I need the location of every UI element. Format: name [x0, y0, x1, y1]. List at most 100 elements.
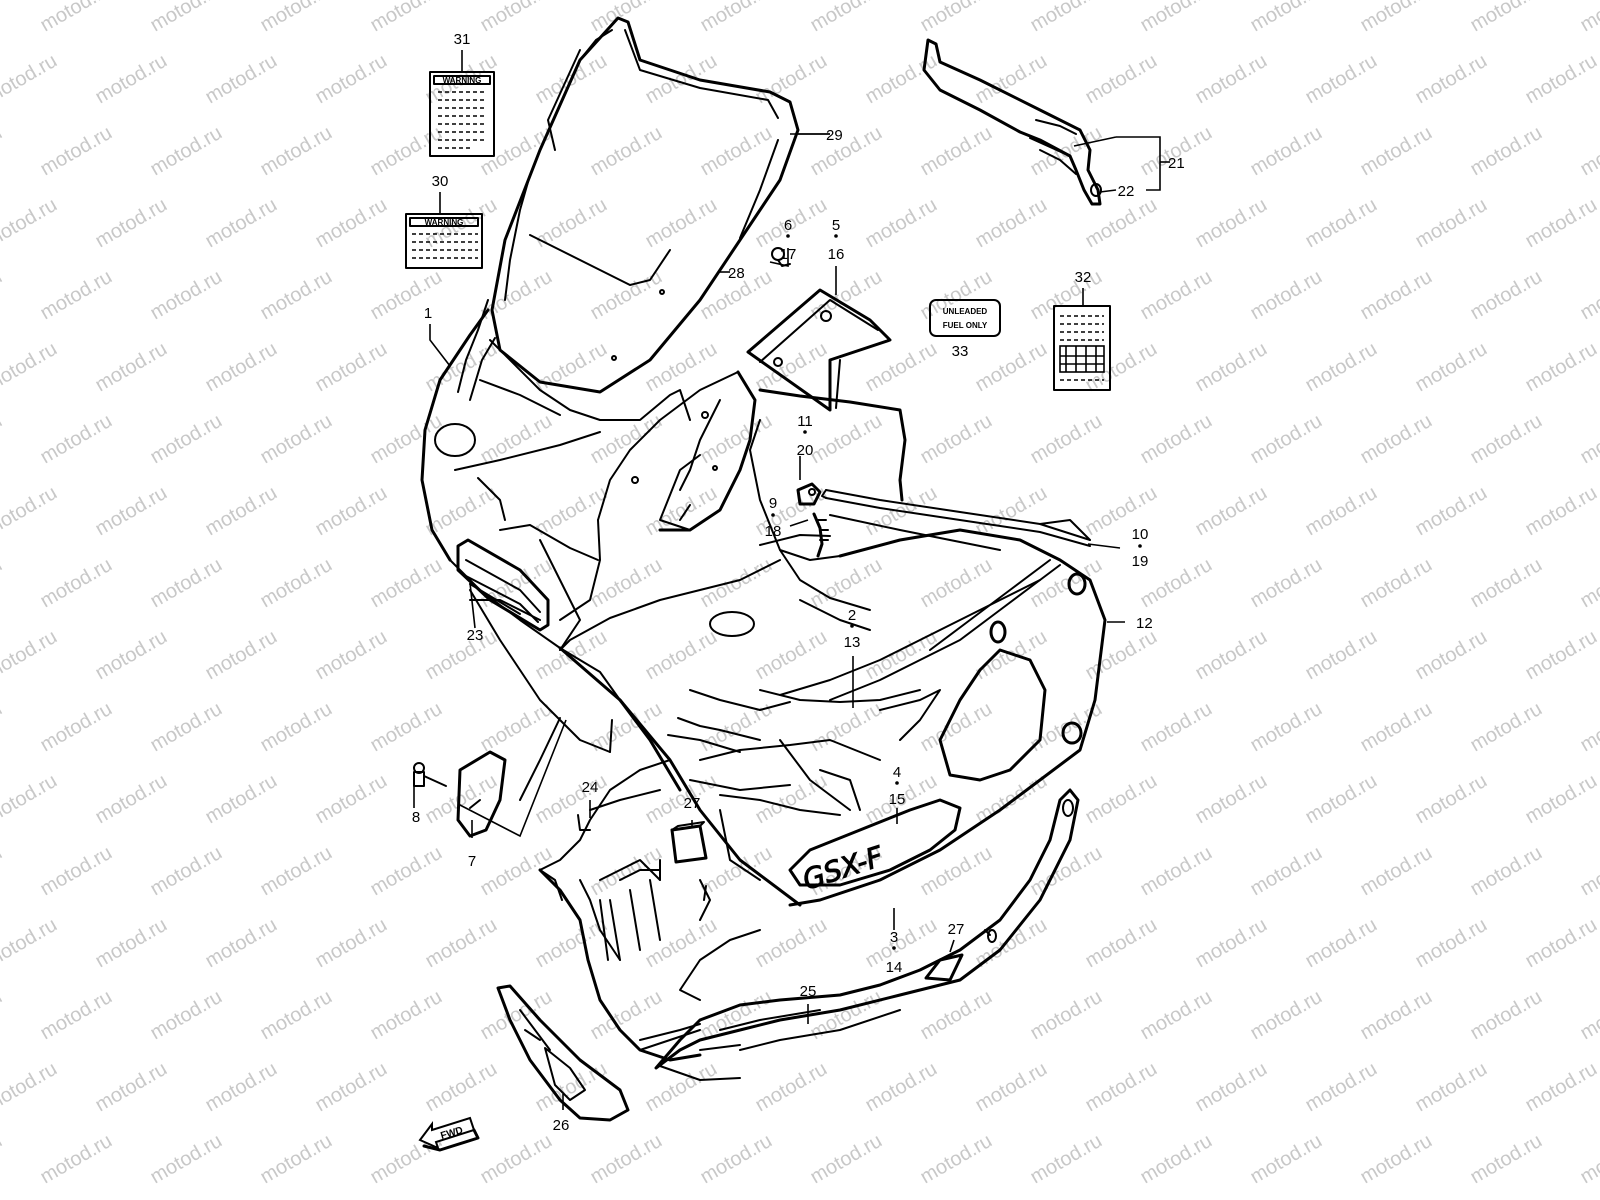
watermark-text: motod.ru: [1467, 266, 1546, 325]
watermark-text: motod.ru: [1412, 1058, 1491, 1117]
watermark-text: motod.ru: [312, 1058, 391, 1117]
watermark-text: motod.ru: [807, 1130, 886, 1189]
side-cowl: [667, 388, 1107, 907]
watermark-text: motod.ru: [1522, 194, 1600, 253]
watermark-text: motod.ru: [1302, 1058, 1381, 1117]
callout-numbers: 31 30 1 29 28 6 17 5 16 33 32 21 22 11 2…: [412, 31, 1185, 1134]
callout-7: 7: [468, 853, 476, 870]
watermark-text: motod.ru: [807, 122, 886, 181]
watermark-text: motod.ru: [807, 698, 886, 757]
watermark-text: motod.ru: [1027, 0, 1106, 36]
watermark-text: motod.ru: [587, 1130, 666, 1189]
watermark-text: motod.ru: [1027, 410, 1106, 469]
callout-27-upper: 27: [684, 795, 701, 812]
watermark-text: motod.ru: [1577, 986, 1600, 1045]
watermark-text: motod.ru: [147, 0, 226, 36]
callout-16: 16: [828, 246, 845, 263]
watermark-text: motod.ru: [1467, 122, 1546, 181]
watermark-text: motod.ru: [1192, 50, 1271, 109]
watermark-text: motod.ru: [92, 482, 171, 541]
watermark-text: motod.ru: [752, 1058, 831, 1117]
watermark-text: motod.ru: [807, 266, 886, 325]
watermark-text: motod.ru: [532, 194, 611, 253]
lower-cowl: GSX-F: [538, 646, 962, 1062]
watermark-text: motod.ru: [1467, 1130, 1546, 1189]
watermark-text: motod.ru: [642, 914, 721, 973]
watermark-text: motod.ru: [477, 0, 556, 36]
watermark-text: motod.ru: [1247, 1130, 1326, 1189]
unleaded-line2: FUEL ONLY: [943, 321, 988, 330]
watermark-text: motod.ru: [697, 410, 776, 469]
callout-22: 22: [1118, 183, 1135, 200]
watermark-text: motod.ru: [972, 194, 1051, 253]
watermark-text: motod.ru: [697, 986, 776, 1045]
info-32-lines: [1059, 315, 1105, 381]
clamp: [812, 512, 829, 558]
watermark-text: motod.ru: [1302, 770, 1381, 829]
callout-28: 28: [728, 265, 745, 282]
watermark-text: motod.ru: [202, 914, 281, 973]
watermark-text: motod.ru: [1577, 554, 1600, 613]
watermark-text: motod.ru: [147, 554, 226, 613]
watermark-text: motod.ru: [0, 50, 61, 109]
watermark-text: motod.ru: [1467, 698, 1546, 757]
cover-plate: [456, 750, 507, 838]
watermark-text: motod.ru: [1467, 554, 1546, 613]
watermark-text: motod.ru: [147, 698, 226, 757]
watermark-text: motod.ru: [257, 122, 336, 181]
watermark-text: motod.ru: [257, 1130, 336, 1189]
watermark-text: motod.ru: [917, 0, 996, 36]
watermark-text: motod.ru: [1192, 914, 1271, 973]
watermark-text: motod.ru: [0, 986, 6, 1045]
callout-12: 12: [1136, 615, 1153, 632]
watermark-text: motod.ru: [367, 122, 446, 181]
watermark-text: motod.ru: [477, 410, 556, 469]
watermark-text: motod.ru: [862, 194, 941, 253]
watermark-text: motod.ru: [477, 1130, 556, 1189]
watermark-text: motod.ru: [0, 914, 61, 973]
watermark-text: motod.ru: [917, 122, 996, 181]
watermark-text: motod.ru: [367, 410, 446, 469]
watermark-text: motod.ru: [1467, 842, 1546, 901]
watermark-text: motod.ru: [0, 626, 61, 685]
watermark-text: motod.ru: [1192, 338, 1271, 397]
watermark-text: motod.ru: [147, 842, 226, 901]
watermark-text: motod.ru: [37, 842, 116, 901]
watermark-text: motod.ru: [37, 0, 116, 36]
watermark-text: motod.ru: [1467, 0, 1546, 36]
watermark-text: motod.ru: [1302, 194, 1381, 253]
warning-31-lines: [438, 91, 486, 149]
watermark-text: motod.ru: [1577, 0, 1600, 36]
watermark-text: motod.ru: [37, 986, 116, 1045]
watermark-text: motod.ru: [0, 122, 6, 181]
watermark-text: motod.ru: [92, 626, 171, 685]
watermark-text: motod.ru: [1357, 0, 1436, 36]
watermark-text: motod.ru: [1027, 986, 1106, 1045]
watermark-text: motod.ru: [1357, 122, 1436, 181]
watermark-text: motod.ru: [257, 0, 336, 36]
watermark-text: motod.ru: [1522, 626, 1600, 685]
unleaded-line1: UNLEADED: [943, 307, 988, 316]
watermark-text: motod.ru: [697, 554, 776, 613]
watermark-text: motod.ru: [1577, 122, 1600, 181]
watermark-text: motod.ru: [1412, 194, 1491, 253]
watermark-text: motod.ru: [587, 122, 666, 181]
watermark-text: motod.ru: [0, 554, 6, 613]
watermark-text: motod.ru: [1027, 1130, 1106, 1189]
watermark-text: motod.ru: [1357, 554, 1436, 613]
watermark-text: motod.ru: [1522, 914, 1600, 973]
callout-21: 21: [1168, 155, 1185, 172]
watermark-text: motod.ru: [422, 1058, 501, 1117]
watermark-text: motod.ru: [1357, 1130, 1436, 1189]
callout-31: 31: [454, 31, 471, 48]
watermark-text: motod.ru: [367, 0, 446, 36]
unleaded-fuel-label: UNLEADED FUEL ONLY: [929, 299, 1001, 337]
side-plate: [496, 984, 630, 1122]
watermark-text: motod.ru: [1412, 626, 1491, 685]
bracket: [922, 38, 1102, 206]
watermark-text: motod.ru: [0, 698, 6, 757]
callout-19: 19: [1132, 553, 1149, 570]
watermark-text: motod.ru: [1357, 698, 1436, 757]
watermark-text: motod.ru: [1302, 914, 1381, 973]
watermark-text: motod.ru: [1412, 338, 1491, 397]
